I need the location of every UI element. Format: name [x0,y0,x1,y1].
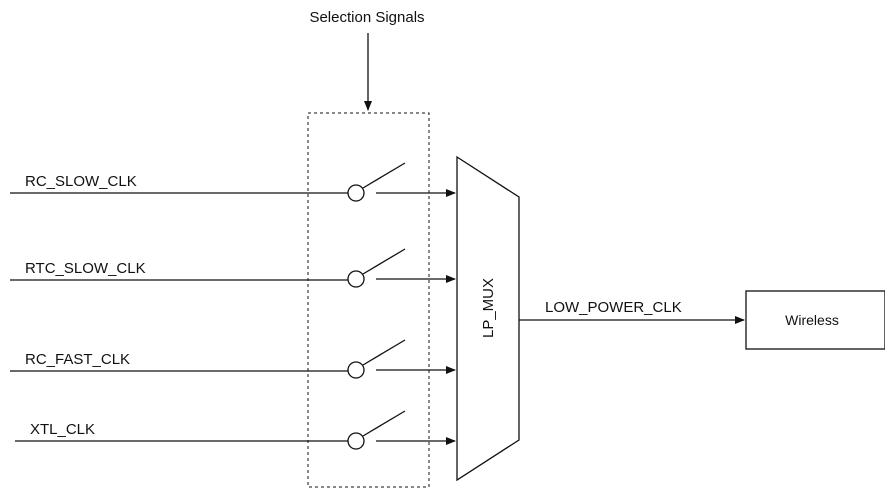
wireless-label: Wireless [785,312,839,328]
lp-mux-block [456,155,520,482]
wireless-block [745,290,885,350]
lp-mux-label: LP_MUX [480,278,497,338]
switch-lever-4 [362,410,406,437]
output-label-low-power-clk: LOW_POWER_CLK [545,299,682,316]
switch-contact-3 [347,361,365,379]
switch-lever-2 [362,248,406,275]
switch-lever-3 [362,339,406,366]
selection-switch-box [307,112,430,488]
input-label-xtl-clk: XTL_CLK [30,421,95,438]
switch-contact-2 [347,270,365,288]
input-label-rc-fast-clk: RC_FAST_CLK [25,351,130,368]
switch-contact-4 [347,432,365,450]
selection-signals-label: Selection Signals [309,9,424,26]
input-label-rc-slow-clk: RC_SLOW_CLK [25,173,137,190]
input-label-rtc-slow-clk: RTC_SLOW_CLK [25,260,146,277]
switch-lever-1 [362,162,406,189]
switch-contact-1 [347,184,365,202]
